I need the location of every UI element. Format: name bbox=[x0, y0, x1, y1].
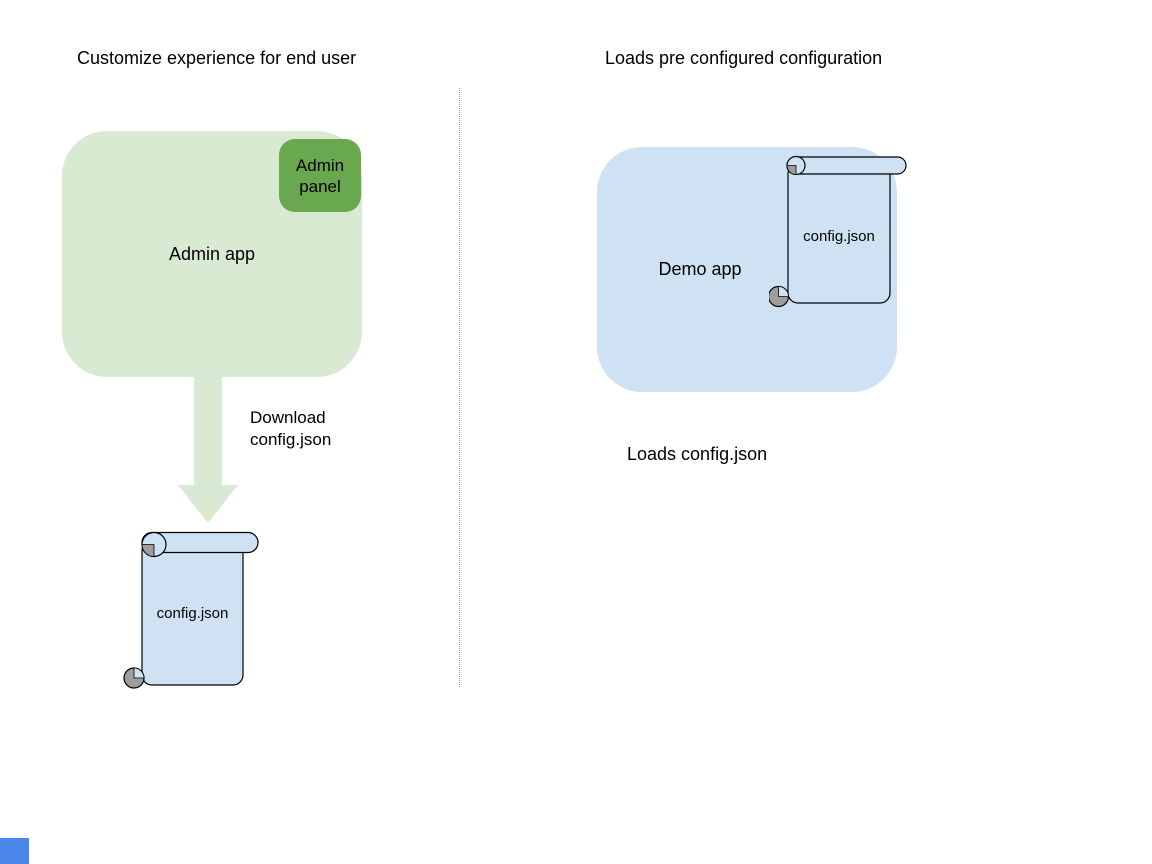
demo-app-label: Demo app bbox=[658, 259, 742, 279]
scroll-top-spiral-shading bbox=[141, 544, 155, 557]
scroll-bottom-curl-notch bbox=[778, 286, 789, 297]
download-arrow-label: Download config.json bbox=[250, 408, 332, 449]
left-section-heading: Customize experience for end user bbox=[77, 48, 357, 68]
admin-app-shape: Admin app Admin panel bbox=[62, 131, 362, 377]
admin-panel-shape: Admin panel bbox=[279, 139, 361, 212]
config-scroll-left: config.json bbox=[122, 531, 262, 690]
section-divider-line bbox=[459, 88, 460, 687]
page-corner-marker bbox=[0, 838, 29, 864]
download-arrow bbox=[178, 375, 238, 523]
config-scroll-right: config.json bbox=[769, 155, 908, 308]
scroll-bottom-curl-notch bbox=[133, 667, 145, 679]
admin-app-label: Admin app bbox=[168, 243, 256, 264]
download-arrow-head bbox=[178, 485, 238, 523]
scroll-shape-graphic bbox=[769, 155, 907, 308]
scroll-top-spiral-shading bbox=[786, 165, 797, 175]
download-arrow-shaft bbox=[194, 375, 222, 487]
admin-panel-label: Admin panel bbox=[295, 155, 345, 196]
scroll-shape-graphic bbox=[123, 531, 259, 689]
config-scroll-left-label: config.json bbox=[156, 604, 229, 622]
config-scroll-right-label: config.json bbox=[803, 227, 875, 245]
loads-config-caption: Loads config.json bbox=[627, 444, 768, 464]
right-section-heading: Loads pre configured configuration bbox=[605, 48, 883, 68]
